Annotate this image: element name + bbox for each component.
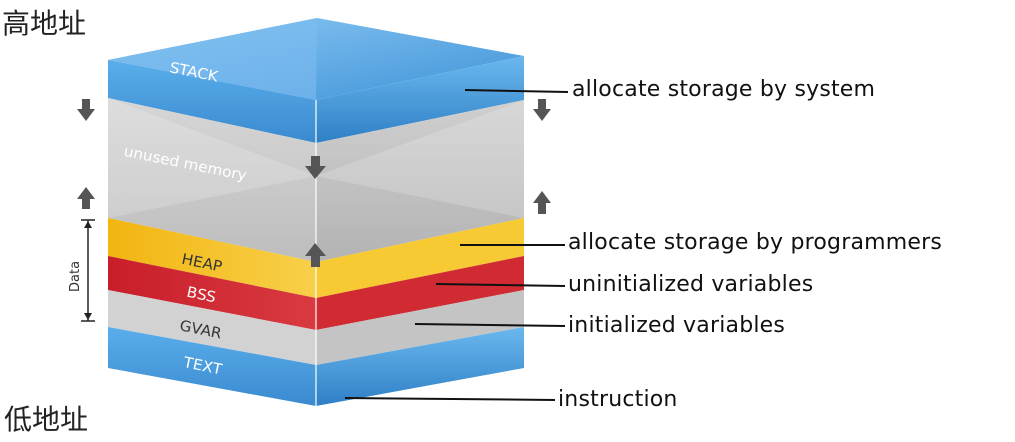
heap-left-face [108, 218, 316, 298]
unused-left-face [108, 98, 316, 262]
text-right-face [316, 327, 524, 406]
arrow-up-right-icon [533, 191, 551, 214]
arrow-up-center-icon [305, 243, 326, 267]
stack-left-face [108, 60, 316, 143]
low-address-label: 低地址 [4, 403, 89, 436]
annotation-gvar: initialized variables [568, 313, 786, 338]
text-left-face [108, 327, 316, 406]
annotation-heap: allocate storage by programmers [568, 230, 943, 255]
arrow-down-left-icon [77, 99, 95, 121]
high-address-label: 高地址 [2, 7, 87, 40]
heap-right-face [316, 218, 524, 298]
arrow-down-center-icon [305, 156, 326, 179]
annotation-stack: allocate storage by system [572, 77, 876, 102]
unused-center-facet [108, 98, 524, 218]
bss-label: BSS [187, 283, 216, 307]
leader-stack [464, 89, 569, 93]
leader-gvar [414, 323, 566, 327]
gvar-left-face [108, 290, 316, 365]
stack-right-face [316, 56, 524, 143]
arrow-up-left-icon [77, 187, 95, 209]
unused-right-face [316, 100, 524, 262]
annotation-bss: uninitialized variables [568, 272, 814, 297]
bss-right-face [316, 256, 524, 330]
data-bracket [81, 219, 95, 322]
stack-top-facet [108, 18, 317, 100]
leader-text [344, 397, 556, 401]
annotation-text: instruction [558, 387, 678, 412]
gvar-right-face [316, 290, 524, 365]
leader-bss [435, 283, 566, 287]
arrow-down-right-icon [533, 99, 551, 121]
data-bracket-label: Data [68, 261, 83, 292]
bss-left-face [108, 256, 316, 330]
